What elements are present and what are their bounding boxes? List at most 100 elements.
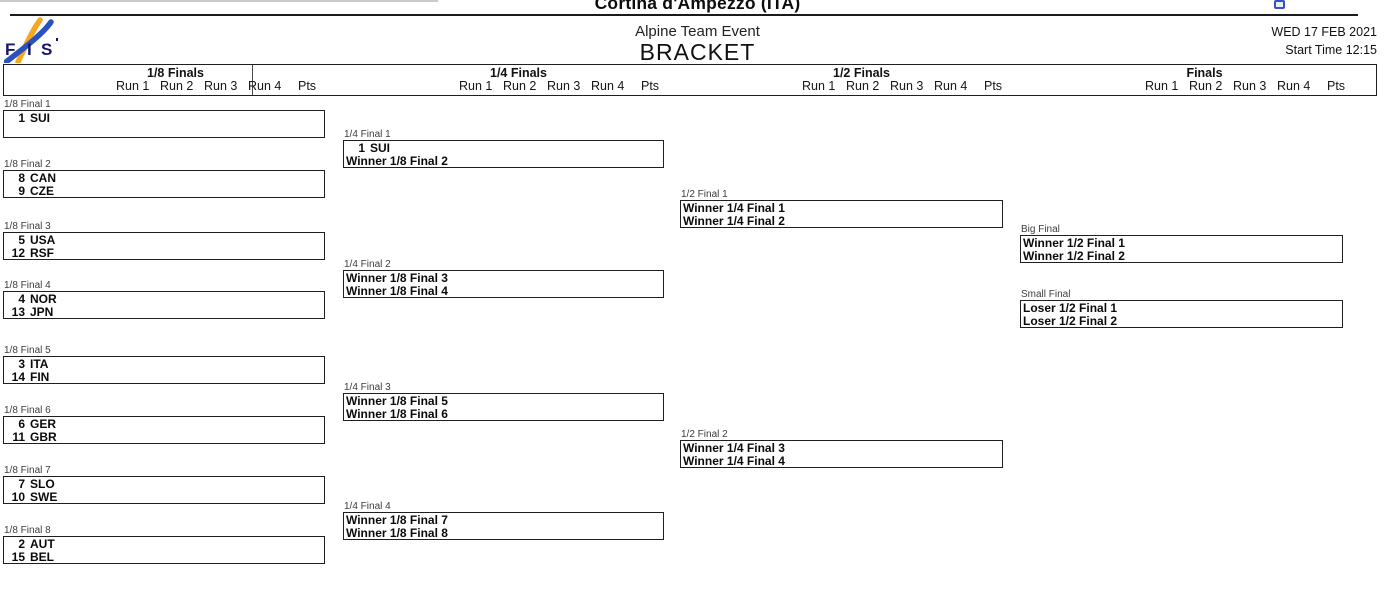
- team-rank: 11: [12, 429, 25, 444]
- match-label: Small Final: [1021, 289, 1071, 300]
- match-label: 1/8 Final 3: [4, 221, 51, 232]
- team-name: FIN: [30, 369, 50, 384]
- team-name: RSF: [30, 245, 54, 260]
- round-title: 1/8 Finals: [147, 66, 204, 80]
- logo-letter-f: F: [5, 40, 15, 59]
- match-label: 1/8 Final 4: [4, 280, 51, 291]
- team-name: SLO: [30, 477, 55, 491]
- logo-letter-s: S: [41, 40, 52, 59]
- team-row: Loser 1/2 Final 1: [1021, 302, 1342, 315]
- header-band-divider: [252, 65, 253, 95]
- match-label: 1/8 Final 6: [4, 405, 51, 416]
- team-rank: 10: [11, 489, 25, 504]
- pts-header: Pts: [1327, 79, 1346, 93]
- match-label: 1/4 Final 3: [344, 382, 391, 393]
- match-label: 1/8 Final 7: [4, 465, 51, 476]
- team-row: Winner 1/8 Final 8: [344, 526, 663, 540]
- start-time: Start Time 12:15: [1285, 43, 1377, 57]
- pts-header: Pts: [298, 79, 317, 93]
- team-rank: 15: [11, 549, 25, 564]
- run-header: Run 1: [802, 79, 836, 93]
- team-row: 5 USA: [4, 234, 324, 247]
- match-box: 5 USA 12 RSF: [3, 232, 325, 260]
- match-label: 1/2 Final 2: [681, 429, 728, 440]
- team-rank: 1: [18, 111, 25, 125]
- team-name: Winner 1/8 Final 7: [346, 513, 448, 527]
- fis-logo: F I S: [4, 17, 58, 63]
- document-title: BRACKET: [639, 39, 756, 65]
- run-header: Run 1: [116, 79, 150, 93]
- team-name: Loser 1/2 Final 1: [1023, 301, 1118, 315]
- logo-blue-swoosh: [4, 19, 54, 63]
- team-name: SWE: [30, 489, 58, 504]
- team-name: Winner 1/2 Final 2: [1023, 248, 1125, 263]
- match-label: 1/8 Final 2: [4, 159, 51, 170]
- run-header: Run 4: [1277, 79, 1311, 93]
- team-name: USA: [30, 233, 56, 247]
- team-name: Winner 1/4 Final 4: [683, 453, 785, 468]
- team-name: Winner 1/4 Final 1: [683, 201, 785, 215]
- team-rank: 6: [18, 417, 25, 431]
- run-header: Run 4: [248, 79, 282, 93]
- run-header: Run 4: [934, 79, 968, 93]
- team-name: Winner 1/8 Final 6: [346, 406, 448, 421]
- round-title: Finals: [1186, 66, 1223, 80]
- team-rank: 4: [18, 292, 25, 306]
- pts-header: Pts: [984, 79, 1003, 93]
- title-divider: [10, 14, 1358, 16]
- team-row: Winner 1/8 Final 4: [344, 283, 663, 298]
- round-title: 1/4 Finals: [490, 66, 547, 80]
- team-row: Winner 1/8 Final 2: [344, 154, 663, 168]
- team-rank: 9: [18, 183, 25, 198]
- team-rank: 12: [11, 245, 25, 260]
- team-row: Winner 1/4 Final 4: [681, 453, 1002, 468]
- round-title: 1/2 Finals: [833, 66, 890, 80]
- printer-icon[interactable]: [1274, 0, 1285, 9]
- team-row: Winner 1/4 Final 3: [681, 442, 1002, 455]
- event-name: Alpine Team Event: [635, 23, 760, 40]
- team-name: Winner 1/8 Final 5: [346, 394, 448, 408]
- run-header: Run 3: [204, 79, 238, 93]
- run-header: Run 2: [846, 79, 880, 93]
- match-label: 1/4 Final 1: [344, 129, 391, 140]
- run-header: Run 3: [547, 79, 581, 93]
- run-header: Run 1: [459, 79, 493, 93]
- run-header: Run 2: [1189, 79, 1223, 93]
- team-rank: 5: [18, 233, 25, 247]
- team-name: Winner 1/8 Final 4: [346, 283, 448, 298]
- run-header: Run 3: [1233, 79, 1267, 93]
- team-rank: 1: [358, 141, 365, 155]
- match-label: 1/8 Final 8: [4, 525, 51, 536]
- logo-letter-i: I: [27, 40, 32, 59]
- team-row: 12 RSF: [4, 245, 324, 260]
- team-row: Winner 1/4 Final 1: [681, 202, 1002, 215]
- match-label: Big Final: [1021, 224, 1060, 235]
- team-name: GER: [30, 417, 57, 431]
